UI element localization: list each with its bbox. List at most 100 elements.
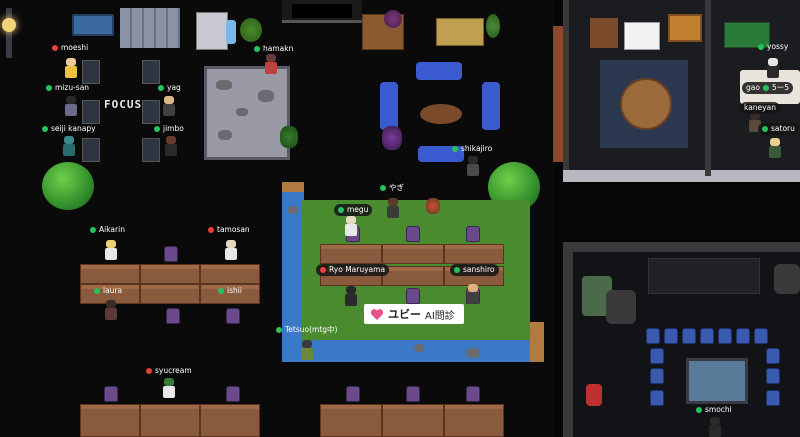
- user-label-sanshiro[interactable]: sanshiro: [450, 264, 499, 276]
- audience-chair[interactable]: [700, 328, 714, 344]
- river-left: [282, 190, 304, 362]
- desk: [444, 244, 504, 264]
- audience-chair[interactable]: [736, 328, 750, 344]
- user-label-hamakn[interactable]: hamakn: [254, 44, 293, 54]
- user-label-yossy[interactable]: yossy: [758, 42, 788, 52]
- chair[interactable]: [406, 386, 420, 402]
- chair[interactable]: [466, 226, 480, 242]
- user-label-satoru[interactable]: satoru: [758, 123, 799, 135]
- focus-pod[interactable]: [82, 60, 100, 84]
- avatar-mizu-san[interactable]: [64, 96, 78, 116]
- chair[interactable]: [104, 386, 118, 402]
- user-label-shikajiro[interactable]: shikajiro: [452, 144, 492, 154]
- audience-chair[interactable]: [646, 328, 660, 344]
- avatar-sanshiro[interactable]: [466, 284, 480, 304]
- user-label-yagi[interactable]: やぎ: [380, 183, 404, 193]
- avatar-jimbo[interactable]: [164, 136, 178, 156]
- focus-pod[interactable]: [82, 138, 100, 162]
- audience-chair[interactable]: [650, 368, 664, 384]
- avatar-satoru[interactable]: [768, 138, 782, 158]
- avatar-hamakn[interactable]: [264, 54, 278, 74]
- potted-plant: [486, 14, 500, 38]
- user-label-kaneyan[interactable]: kaneyan: [740, 102, 780, 114]
- user-label-moeshi[interactable]: moeshi: [52, 43, 88, 53]
- garden-rock: [218, 130, 232, 140]
- sofa-left[interactable]: [380, 82, 398, 130]
- user-label-smochi[interactable]: smochi: [696, 405, 732, 415]
- avatar-ryo-maruyama[interactable]: [344, 286, 358, 306]
- user-label-yag[interactable]: yag: [158, 83, 181, 93]
- user-label-ishii[interactable]: ishii: [218, 286, 242, 296]
- status-online-icon: [758, 44, 764, 50]
- chair[interactable]: [166, 308, 180, 324]
- avatar-seiji-kanapy[interactable]: [62, 136, 76, 156]
- status-online-icon: [380, 185, 386, 191]
- vending-machine[interactable]: [196, 12, 228, 50]
- avatar-aikarin[interactable]: [104, 240, 118, 260]
- focus-pod[interactable]: [142, 60, 160, 84]
- wall-vertical: [705, 0, 711, 176]
- audience-chair[interactable]: [682, 328, 696, 344]
- user-label-aikarin[interactable]: Aikarin: [90, 225, 125, 235]
- status-online-icon: [762, 126, 768, 132]
- chair[interactable]: [164, 246, 178, 262]
- chair[interactable]: [226, 308, 240, 324]
- user-label-laura[interactable]: laura: [94, 286, 122, 296]
- chair[interactable]: [346, 386, 360, 402]
- desk: [320, 404, 382, 437]
- avatar-laura[interactable]: [104, 300, 118, 320]
- audience-chair[interactable]: [766, 368, 780, 384]
- user-label-jimbo[interactable]: jimbo: [154, 124, 184, 134]
- user-label-megu[interactable]: megu: [334, 204, 373, 216]
- audience-chair[interactable]: [766, 390, 780, 406]
- user-label-tetsuo[interactable]: Tetsuo(mtg中): [276, 325, 337, 335]
- focus-pod[interactable]: [142, 100, 160, 124]
- wooden-bridge[interactable]: [530, 322, 544, 362]
- chair[interactable]: [406, 226, 420, 242]
- chair[interactable]: [466, 386, 480, 402]
- lamp-post: [6, 8, 12, 58]
- status-busy-icon: [52, 45, 58, 51]
- user-label-seiji-kanapy[interactable]: seiji kanapy: [42, 124, 96, 134]
- presentation-screen[interactable]: [686, 358, 748, 404]
- whiteboard: [624, 22, 660, 50]
- audience-chair[interactable]: [718, 328, 732, 344]
- wall-horizontal: [563, 170, 800, 182]
- water-cooler[interactable]: [226, 20, 236, 44]
- audience-chair[interactable]: [650, 348, 664, 364]
- cabinet: [590, 18, 618, 48]
- sofa-right[interactable]: [482, 82, 500, 130]
- audience-chair[interactable]: [766, 348, 780, 364]
- audience-chair[interactable]: [754, 328, 768, 344]
- avatar-shikajiro[interactable]: [466, 156, 480, 176]
- arcade-machine[interactable]: [72, 14, 114, 36]
- user-label-tamosan[interactable]: tamosan: [208, 225, 250, 235]
- user-label-mizu-san[interactable]: mizu-san: [46, 83, 89, 93]
- sofa-top[interactable]: [416, 62, 462, 80]
- avatar-moeshi[interactable]: [64, 58, 78, 78]
- user-label-syucream[interactable]: syucream: [146, 366, 192, 376]
- focus-pod[interactable]: [142, 138, 160, 162]
- avatar-smochi[interactable]: [708, 417, 722, 437]
- wooden-bridge[interactable]: [282, 182, 304, 192]
- avatar-yag[interactable]: [162, 96, 176, 116]
- avatar-yagi[interactable]: [386, 198, 400, 218]
- avatar-syucream[interactable]: [162, 378, 176, 398]
- audience-chair[interactable]: [650, 390, 664, 406]
- avatar-gao[interactable]: [766, 58, 780, 78]
- status-online-icon: [158, 85, 164, 91]
- stage: [648, 258, 760, 294]
- chair[interactable]: [406, 288, 420, 304]
- user-label-ryo-maruyama[interactable]: Ryo Maruyama: [316, 264, 390, 276]
- folding-screen: [724, 22, 770, 48]
- avatar-megu[interactable]: [344, 216, 358, 236]
- sign-brand: ユビー: [388, 308, 421, 321]
- avatar-tamosan[interactable]: [224, 240, 238, 260]
- focus-pod[interactable]: [82, 100, 100, 124]
- audience-chair[interactable]: [664, 328, 678, 344]
- chair[interactable]: [226, 386, 240, 402]
- avatar-tetsuo[interactable]: [300, 340, 314, 360]
- status-online-icon: [696, 407, 702, 413]
